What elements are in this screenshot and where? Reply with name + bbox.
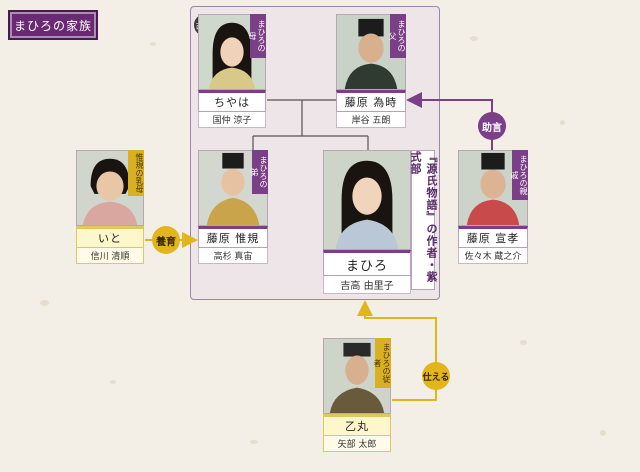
character-name: ちやは (198, 90, 266, 112)
character-name: 藤原 為時 (336, 90, 406, 112)
role-tag: まひろの父 (388, 14, 406, 58)
character-name: いと (76, 226, 144, 248)
paper-speckle (470, 36, 478, 41)
paper-speckle (600, 430, 606, 436)
person-card-otomaru[interactable]: まひろの従者 乙丸 矢部 太郎 (323, 338, 391, 452)
role-tag: 惟規の乳母 (128, 150, 144, 196)
character-name: 藤原 宣孝 (458, 226, 528, 248)
paper-speckle (150, 42, 156, 46)
foster-badge: 養育 (152, 226, 180, 254)
role-tag: まひろの親戚 (510, 150, 528, 200)
actor-name: 矢部 太郎 (323, 436, 391, 452)
person-card-nobutaka[interactable]: まひろの親戚 藤原 宣孝 佐々木 蔵之介 (458, 150, 528, 264)
paper-speckle (560, 120, 565, 125)
person-card-tametoki[interactable]: まひろの父 藤原 為時 岸谷 五朗 (336, 14, 406, 128)
paper-speckle (520, 340, 527, 345)
character-name: 藤原 惟規 (198, 226, 268, 248)
character-name: まひろ (323, 250, 411, 276)
actor-name: 国仲 涼子 (198, 112, 266, 128)
role-tag: まひろの弟 (250, 150, 268, 194)
person-card-ito[interactable]: 惟規の乳母 いと 信川 清順 (76, 150, 144, 264)
paper-speckle (250, 440, 258, 444)
page-title: まひろの家族 (8, 10, 98, 40)
actor-name: 岸谷 五朗 (336, 112, 406, 128)
person-card-nobunori[interactable]: まひろの弟 藤原 惟規 高杉 真宙 (198, 150, 268, 264)
advice-badge: 助言 (478, 112, 506, 140)
role-tag: まひろの母 (248, 14, 266, 58)
character-name: 乙丸 (323, 414, 391, 436)
role-tag: まひろの従者 (373, 338, 391, 388)
person-card-mahiro[interactable]: まひろ 吉高 由里子 (323, 150, 411, 294)
actor-name: 吉高 由里子 (323, 276, 411, 294)
paper-speckle (40, 300, 49, 306)
serve-badge: 仕える (422, 362, 450, 390)
person-card-chiyaha[interactable]: まひろの母 ちやは 国仲 涼子 (198, 14, 266, 128)
actor-name: 佐々木 蔵之介 (458, 248, 528, 264)
actor-name: 高杉 真宙 (198, 248, 268, 264)
work-label: 『源氏物語』の作者・紫式部 (409, 150, 438, 290)
actor-name: 信川 清順 (76, 248, 144, 264)
portrait (323, 150, 411, 250)
paper-speckle (110, 380, 116, 384)
